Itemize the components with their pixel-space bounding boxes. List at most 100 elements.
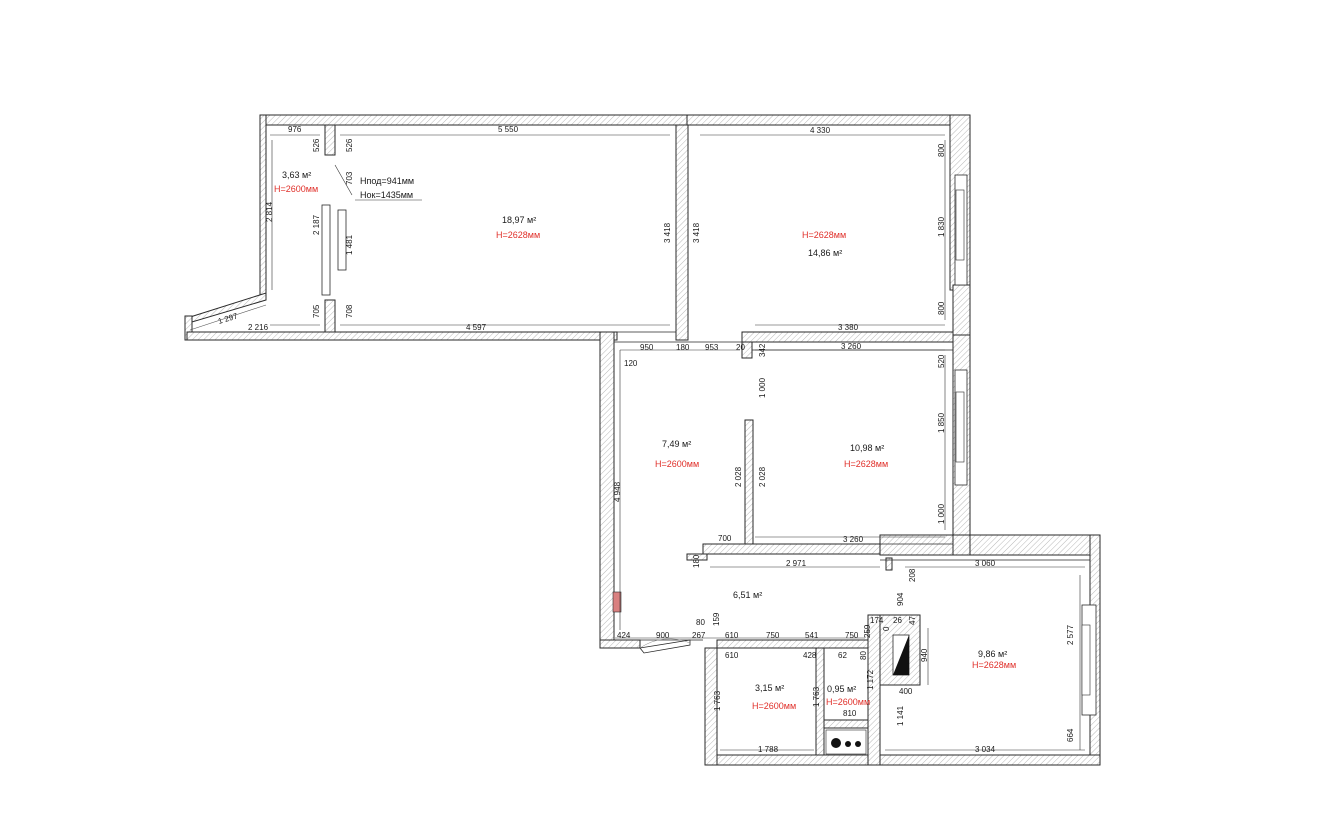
- window-loggia: [321, 204, 331, 296]
- bedroom-ne-area: 14,86 м²: [808, 248, 842, 258]
- dim-label: 703: [345, 171, 354, 185]
- dim-label: 1 763: [713, 690, 722, 711]
- dim-label: 708: [345, 304, 354, 318]
- wall-living-bedroom: [675, 124, 689, 341]
- dim-label: 750: [845, 631, 859, 640]
- bedroom-e-height: H=2628мм: [844, 459, 888, 469]
- dim-label: 3 034: [975, 745, 996, 754]
- dim-label: 2 187: [312, 214, 321, 235]
- wall-loggia-living-top: [324, 124, 336, 156]
- dim-label: 342: [758, 343, 767, 357]
- dim-label: 0: [882, 626, 891, 631]
- room-labels: 3,63 м² H=2600мм 18,97 м² H=2628мм H=262…: [274, 170, 1016, 711]
- dim-label: 267: [692, 631, 706, 640]
- dim-label: 1 830: [937, 216, 946, 237]
- wall-hall-south: [599, 639, 641, 649]
- dim-label: 4 948: [613, 481, 622, 502]
- dim-label: 3 260: [841, 342, 862, 351]
- wall-east-joint: [952, 284, 971, 336]
- riser-pipe: [612, 591, 622, 613]
- dim-label: 3 418: [692, 222, 701, 243]
- dim-label: 1 788: [758, 745, 779, 754]
- wall-hall-bedroom: [744, 419, 754, 546]
- loggia-height: H=2600мм: [274, 184, 318, 194]
- dim-label: 1 000: [758, 377, 767, 398]
- dim-label: 180: [676, 343, 690, 352]
- sill-height-note: Нпод=941мм: [360, 176, 414, 186]
- dimension-labels: 976 526 526 5 550 4 330 800 1 830 800 2 …: [217, 125, 1075, 754]
- door-swing-line: [334, 164, 353, 196]
- dim-label: 2 216: [248, 323, 269, 332]
- dim-label: 664: [1066, 728, 1075, 742]
- hall-height: H=2600мм: [655, 459, 699, 469]
- dim-label: 610: [725, 651, 739, 660]
- dim-label: 120: [624, 359, 638, 368]
- loggia-area: 3,63 м²: [282, 170, 311, 180]
- wall-bath-west: [704, 647, 718, 766]
- hall-area: 7,49 м²: [662, 439, 691, 449]
- wall-bath-wc: [815, 647, 825, 756]
- dim-label: 976: [288, 125, 302, 134]
- bath-area: 3,15 м²: [755, 683, 784, 693]
- wall-wc-kitchen: [867, 614, 881, 766]
- dim-label: 904: [896, 592, 905, 606]
- dim-label: 520: [937, 354, 946, 368]
- radiator-living: [337, 209, 347, 271]
- radiator-bedroom-e: [955, 391, 965, 463]
- dim-label: 1 141: [896, 705, 905, 726]
- wall-bedroom-partition: [741, 331, 954, 343]
- dim-label: 180: [692, 554, 701, 568]
- wall-kitchen-corner: [952, 534, 971, 556]
- dim-label: 208: [908, 568, 917, 582]
- dim-label: 80: [859, 651, 868, 660]
- bedroom-ne-height: H=2628мм: [802, 230, 846, 240]
- dim-label: 259: [863, 624, 872, 638]
- dim-label: 3 418: [663, 222, 672, 243]
- kitchen-height: H=2628мм: [972, 660, 1016, 670]
- window-loggia-slant: [189, 304, 267, 331]
- dim-label: 950: [640, 343, 654, 352]
- living-height: H=2628мм: [496, 230, 540, 240]
- wall-corridor-stub: [686, 553, 708, 561]
- dim-label: 174: [870, 616, 884, 625]
- dim-label: 800: [937, 301, 946, 315]
- dim-label: 4 597: [466, 323, 487, 332]
- radiator-kitchen: [1081, 624, 1091, 696]
- dim-label: 526: [312, 138, 321, 152]
- wall-bath-north: [716, 639, 870, 649]
- entrance-door[interactable]: [639, 638, 691, 654]
- kitchen-area: 9,86 м²: [978, 649, 1007, 659]
- dim-label: 541: [805, 631, 819, 640]
- living-area: 18,97 м²: [502, 215, 536, 225]
- dim-label: 5 550: [498, 125, 519, 134]
- dim-label: 428: [803, 651, 817, 660]
- wall-south: [704, 754, 1101, 766]
- dim-label: 800: [937, 143, 946, 157]
- wc-area: 0,95 м²: [827, 684, 856, 694]
- dim-label: 1 763: [812, 686, 821, 707]
- dim-label: 953: [705, 343, 719, 352]
- dim-label: 2 814: [265, 201, 274, 222]
- riser-fill: [893, 635, 909, 675]
- dim-label: 940: [920, 648, 929, 662]
- dim-label: 47: [908, 616, 917, 625]
- dim-label: 1 000: [937, 503, 946, 524]
- wall-kitchen-north: [879, 534, 1101, 556]
- dim-label: 424: [617, 631, 631, 640]
- corridor-area: 6,51 м²: [733, 590, 762, 600]
- outline-lower: [717, 559, 1090, 756]
- dim-label: 810: [843, 709, 857, 718]
- dimension-lines: [270, 134, 1085, 751]
- wc-height: H=2600мм: [826, 697, 870, 707]
- dim-label: 2 971: [786, 559, 807, 568]
- wall-kitchen-stub: [885, 557, 893, 571]
- dim-label: 610: [725, 631, 739, 640]
- dim-label: 26: [893, 616, 902, 625]
- bath-height: H=2600мм: [752, 701, 796, 711]
- dim-label: 3 260: [843, 535, 864, 544]
- dim-label: 20: [736, 343, 745, 352]
- dim-label: 526: [345, 138, 354, 152]
- wall-wc-south: [823, 719, 869, 729]
- meter-icon: [831, 738, 841, 748]
- dim-label: 159: [712, 612, 721, 626]
